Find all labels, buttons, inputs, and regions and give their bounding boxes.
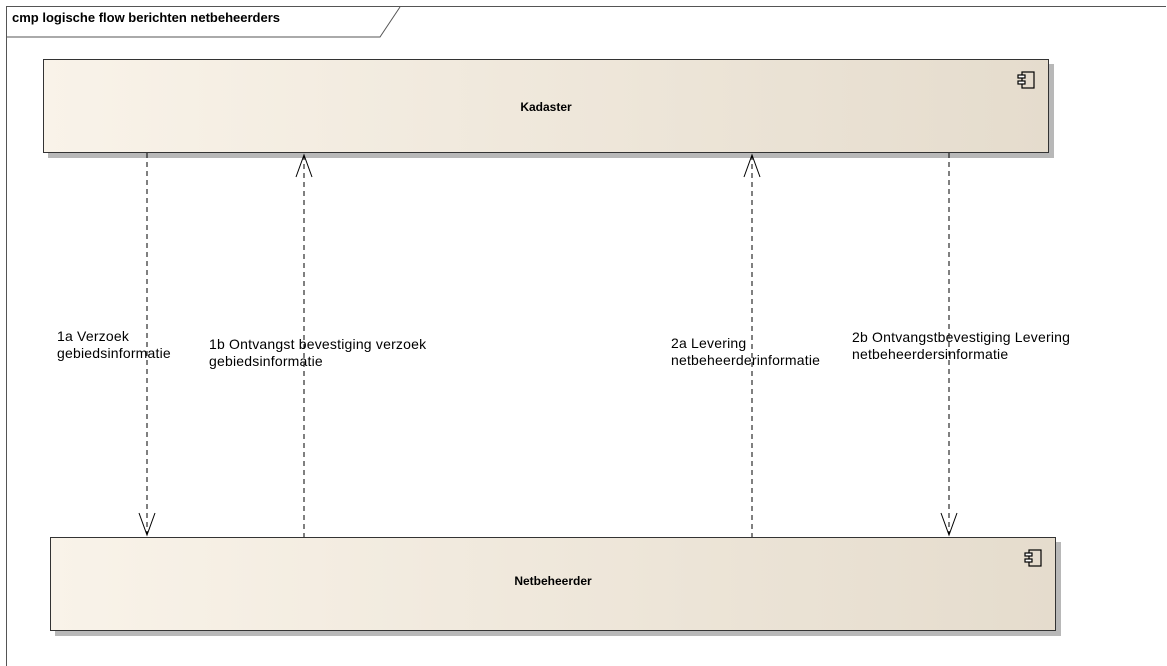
flow-1a-label: 1a Verzoek gebiedsinformatie: [57, 328, 171, 362]
netbeheerder-component[interactable]: Netbeheerder: [50, 537, 1056, 631]
flow-1b-connector[interactable]: [295, 153, 313, 537]
flow-2b-label: 2b Ontvangstbevestiging Levering netbehe…: [852, 329, 1070, 363]
flow-2b-label-line2: netbeheerdersinformatie: [852, 346, 1009, 362]
flow-1b-label-line2: gebiedsinformatie: [209, 353, 323, 369]
netbeheerder-label: Netbeheerder: [514, 574, 592, 588]
flow-2a-connector[interactable]: [743, 153, 761, 537]
flow-2b-connector[interactable]: [940, 153, 958, 537]
flow-1b-label-line1: 1b Ontvangst bevestiging verzoek: [209, 336, 427, 352]
arrow-up-icon: [295, 153, 313, 178]
component-icon: [1017, 71, 1035, 89]
flow-1a-label-line1: 1a Verzoek: [57, 328, 130, 344]
flow-2b-label-line1: 2b Ontvangstbevestiging Levering: [852, 329, 1071, 345]
diagram-frame: [6, 6, 1166, 666]
kadaster-label: Kadaster: [520, 100, 572, 114]
arrow-down-icon: [940, 512, 958, 537]
arrow-down-icon: [138, 512, 156, 537]
flow-1a-label-line2: gebiedsinformatie: [57, 345, 171, 361]
flow-1a-connector[interactable]: [138, 153, 156, 537]
flow-2a-label-line2: netbeheerderinformatie: [671, 352, 821, 368]
flow-2a-label-line1: 2a Levering: [671, 335, 747, 351]
component-icon: [1024, 549, 1042, 567]
flow-2a-label: 2a Levering netbeheerderinformatie: [671, 335, 820, 369]
kadaster-component[interactable]: Kadaster: [43, 59, 1049, 153]
arrow-up-icon: [743, 153, 761, 178]
diagram-title: cmp logische flow berichten netbeheerder…: [12, 10, 281, 25]
flow-1b-label: 1b Ontvangst bevestiging verzoek gebieds…: [209, 336, 426, 370]
